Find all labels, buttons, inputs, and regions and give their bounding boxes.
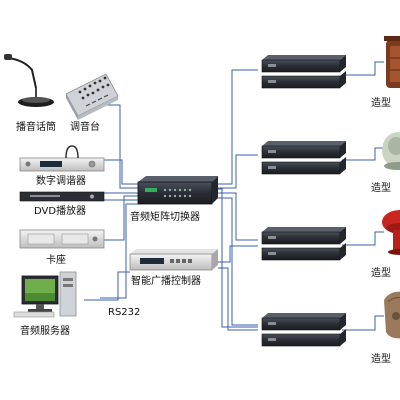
- tuner-icon: [19, 145, 105, 172]
- speaker-lantern-icon: [384, 36, 400, 88]
- audio-server-icon: [13, 271, 77, 318]
- dvd-label: DVD播放器: [34, 206, 87, 217]
- amplifier-group-4: [261, 313, 346, 347]
- controller-label: 智能广播控制器: [131, 276, 201, 287]
- connection-lines: [84, 61, 384, 331]
- microphone-icon: [4, 54, 54, 107]
- cassette-label: 卡座: [46, 255, 66, 266]
- mixer-icon: [65, 73, 119, 120]
- speaker-label-4: 造型: [371, 354, 391, 365]
- amplifier-group-2: [261, 141, 346, 175]
- mic-label: 播音话筒: [16, 122, 56, 133]
- speaker-rock-icon: [382, 132, 400, 170]
- tuner-label: 数字调谐器: [36, 176, 86, 187]
- speaker-stone-icon: [384, 291, 400, 339]
- server-label: 音频服务器: [20, 326, 70, 337]
- speaker-mushroom-icon: [382, 210, 400, 255]
- speaker-label-3: 造型: [371, 268, 391, 279]
- amplifier-group-3: [261, 227, 346, 261]
- rs232-label: RS232: [108, 307, 141, 318]
- matrix-switcher-icon: [137, 176, 218, 205]
- speaker-label-2: 造型: [371, 183, 391, 194]
- matrix-label: 音频矩阵切换器: [130, 212, 200, 223]
- cassette-deck-icon: [19, 229, 105, 249]
- dvd-player-icon: [19, 191, 105, 202]
- speaker-label-1: 造型: [371, 98, 391, 109]
- amplifier-group-1: [261, 55, 346, 89]
- mixer-label: 调音台: [70, 122, 100, 133]
- broadcast-controller-icon: [129, 249, 218, 271]
